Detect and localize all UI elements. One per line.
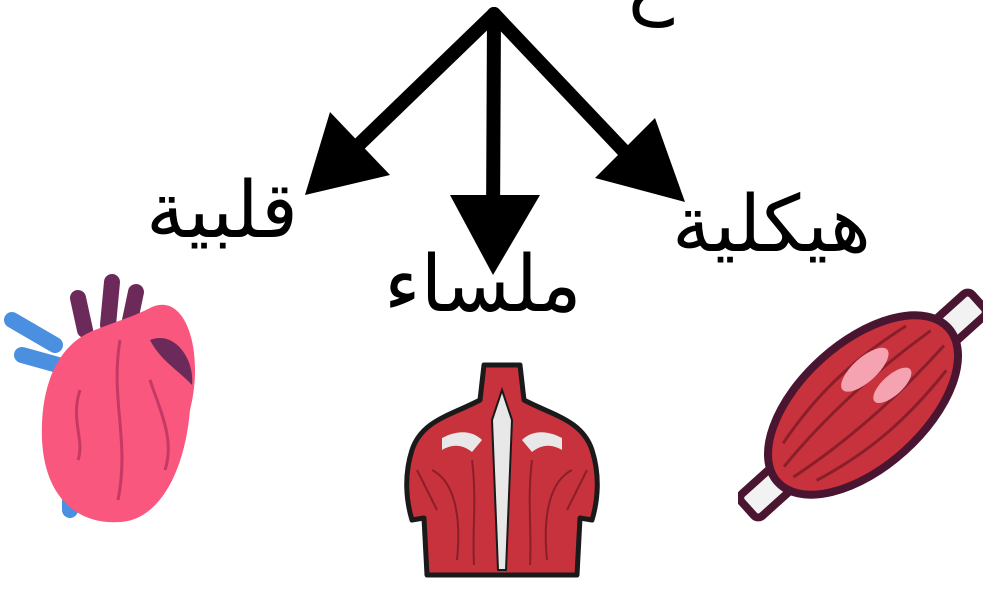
- arrow-line-skeletal: [487, 7, 647, 175]
- cardiac-label: قلبية: [146, 166, 299, 256]
- skeletal-label: هيكلية: [672, 180, 871, 270]
- arrowhead-cardiac: [305, 112, 390, 195]
- title-fragment: ع: [628, 0, 675, 22]
- heart-icon: [4, 274, 196, 523]
- arrow-line-cardiac: [338, 7, 501, 165]
- arrowhead-smooth: [450, 195, 540, 275]
- arrow-line-smooth: [486, 7, 501, 232]
- arrowhead-skeletal: [595, 118, 685, 202]
- smooth-label: ملساء: [384, 240, 582, 330]
- muscle-fiber-icon: [738, 288, 983, 522]
- torso-muscles-icon: [404, 362, 600, 578]
